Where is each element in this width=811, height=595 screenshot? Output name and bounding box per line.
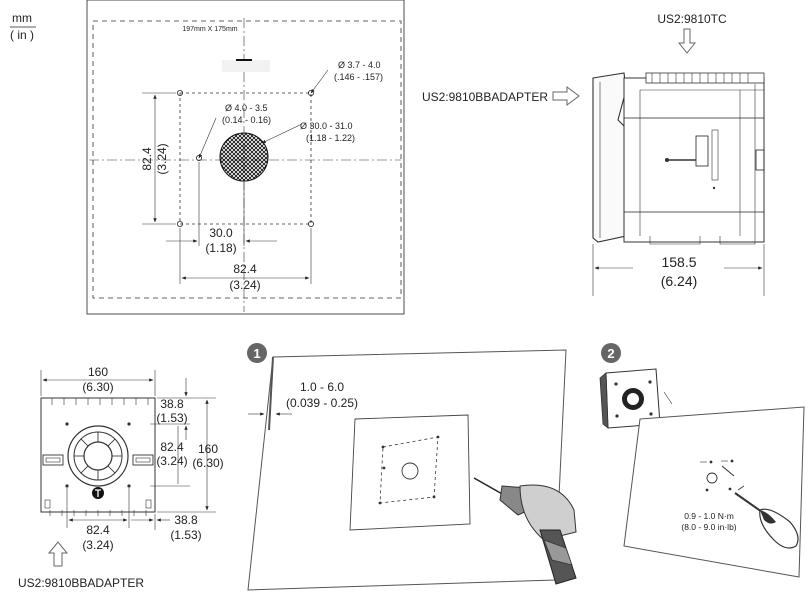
step-1: 1 1.0 - 6.0 (0.039 - 0.25) <box>247 343 577 591</box>
screw-hole <box>65 422 69 426</box>
depth-mm: 158.5 <box>661 254 696 270</box>
template-center-hole <box>401 462 419 480</box>
side-adapter-label: US2:9810BBADAPTER <box>422 90 548 104</box>
top-marker-bg <box>222 60 270 72</box>
thickness-in: (0.039 - 0.25) <box>286 396 358 410</box>
tc-label: US2:9810TC <box>657 12 727 26</box>
screw-hole <box>65 484 69 488</box>
drill-icon <box>473 477 577 585</box>
v-spacing-in: (3.24) <box>155 143 169 174</box>
leader-mid-hole <box>198 117 217 159</box>
units-legend: mm ( in ) <box>10 11 36 42</box>
v-spacing-mm: 82.4 <box>140 147 154 171</box>
offset-mm: 30.0 <box>209 226 233 240</box>
step-2: 2 0.9 - 1.0 N·m (8.0 - 9.0 in·lb) <box>599 343 805 578</box>
h-spacing-in: (3.24) <box>229 278 260 292</box>
hole-mid-line2: (0.14 - 0.16) <box>222 115 271 125</box>
hole-mid-line1: Ø 4.0 - 3.5 <box>225 103 268 113</box>
bottom-offset-mm: 38.8 <box>174 513 198 527</box>
bottom-offset-in: (1.53) <box>170 528 201 542</box>
front-v-spacing-mm: 82.4 <box>160 440 184 454</box>
hole-small-line1: Ø 3.7 - 4.0 <box>338 60 381 70</box>
side-view: US2:9810TC US2:9810BBADAPTER <box>422 12 765 296</box>
front-view: 160 (6.30) 160 (6.30) 38.8 <box>18 365 224 590</box>
front-height-in: (6.30) <box>192 456 223 470</box>
hole-pattern-box <box>179 92 312 225</box>
mounting-hole <box>176 220 183 227</box>
top-offset-mm: 38.8 <box>160 397 184 411</box>
front-h-spacing-in: (3.24) <box>82 538 113 552</box>
tc-arrow-icon <box>677 28 697 54</box>
step-2-number: 2 <box>607 346 614 361</box>
dial-center <box>83 441 113 471</box>
wall-panel-2 <box>623 406 805 578</box>
hole-small-line2: (.146 - .157) <box>334 72 383 82</box>
offset-in: (1.18) <box>205 241 236 255</box>
step-1-number: 1 <box>253 346 260 361</box>
hole-center-line2: (1.18 - 1.22) <box>306 133 355 143</box>
cutout-template: 197mm X 175mm Ø 3.7 - 4.0 (.146 - .157) … <box>86 0 405 315</box>
leader-center-hole <box>261 123 303 144</box>
template-border <box>86 0 405 315</box>
center-cutout <box>219 132 269 182</box>
template-size-label: 197mm X 175mm <box>182 26 237 33</box>
thickness-mm: 1.0 - 6.0 <box>300 380 344 394</box>
left-tab <box>42 454 64 466</box>
screw-hole <box>127 422 131 426</box>
hole-center-line1: Ø 30.0 - 31.0 <box>300 121 353 131</box>
adapter-arrow-icon <box>552 86 580 106</box>
template-outline <box>92 20 402 299</box>
front-width-in: (6.30) <box>82 380 113 394</box>
screwdriver-icon <box>721 465 799 549</box>
front-adapter-label: US2:9810BBADAPTER <box>18 576 144 590</box>
mounting-hole <box>176 90 183 97</box>
right-tab <box>132 454 154 466</box>
top-offset-in: (1.53) <box>156 411 187 425</box>
depth-in: (6.24) <box>661 273 698 289</box>
torque-inlb: (8.0 - 9.0 in·lb) <box>681 522 736 532</box>
step-2-badge <box>601 343 621 363</box>
leader-small-hole <box>310 69 329 94</box>
front-h-spacing-mm: 82.4 <box>86 523 110 537</box>
h-spacing-mm: 82.4 <box>233 262 257 276</box>
units-bottom: ( in ) <box>10 28 34 42</box>
thermostat-body <box>623 72 765 245</box>
front-adapter-arrow-icon <box>47 541 69 567</box>
adapter-plate <box>592 72 627 243</box>
front-v-spacing-in: (3.24) <box>156 454 187 468</box>
torque-nm: 0.9 - 1.0 N·m <box>684 511 734 521</box>
mounting-hole <box>307 220 314 227</box>
front-height-mm: 160 <box>198 442 218 456</box>
front-width-mm: 160 <box>88 365 108 379</box>
step-1-badge <box>247 343 267 363</box>
units-top: mm <box>12 11 32 25</box>
screw-hole <box>127 484 131 488</box>
